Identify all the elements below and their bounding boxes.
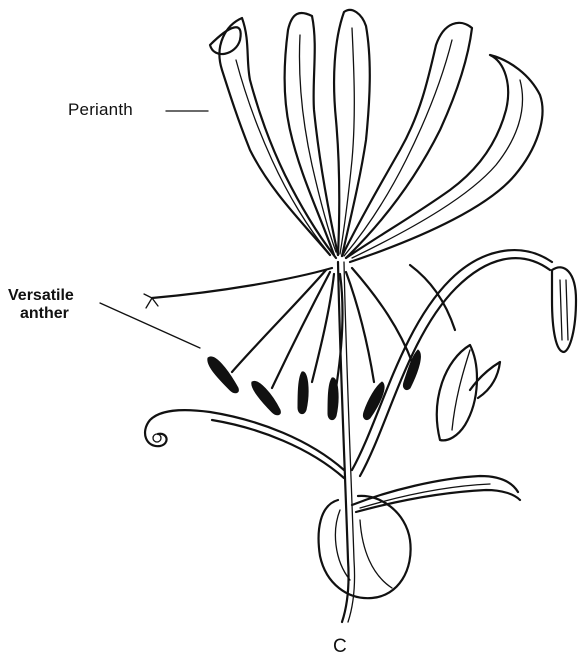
figure-letter: C (333, 636, 347, 658)
stamens (144, 268, 412, 388)
versatile-anther-leader-line (100, 303, 200, 348)
versatile-anther-label: Versatile anther (8, 287, 74, 324)
versatile-anther-label-line1: Versatile (8, 287, 74, 305)
perianth-label: Perianth (68, 100, 133, 120)
lateral-bud (437, 345, 477, 440)
right-branch-with-bud (352, 250, 576, 476)
left-leaf-with-tendril (145, 410, 344, 478)
right-leaf (352, 476, 520, 512)
versatile-anther-label-line2: anther (8, 305, 74, 323)
perianth-tepals (210, 10, 542, 262)
